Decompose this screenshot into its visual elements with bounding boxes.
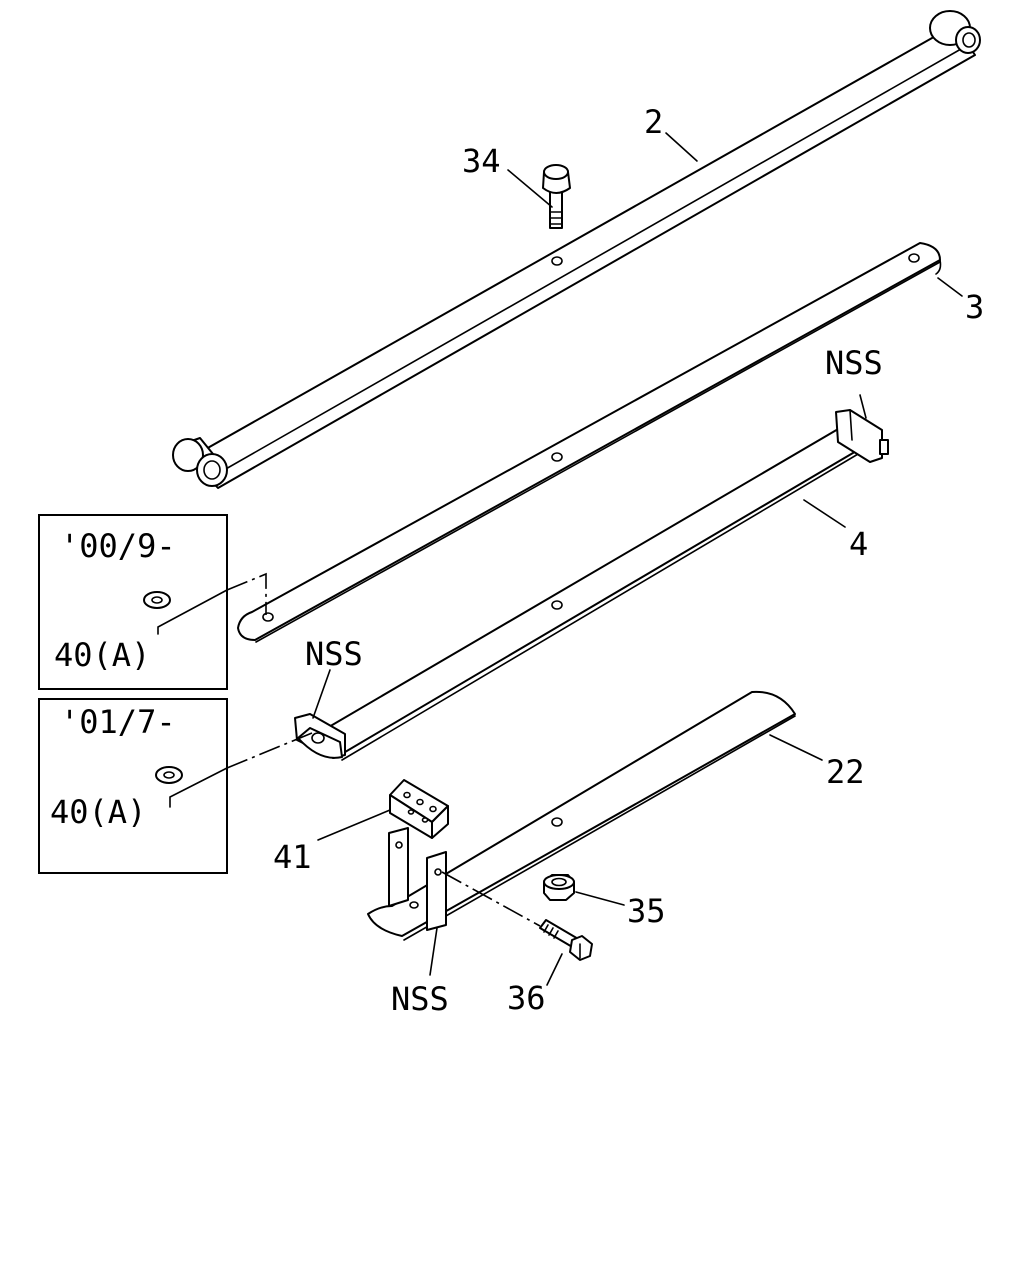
nut-35[interactable]: [543, 874, 575, 901]
center-bolt-34[interactable]: [542, 164, 571, 229]
callout-leaf-2: 2: [644, 103, 663, 141]
leaf-spring-2[interactable]: [172, 10, 981, 489]
clip-plate-rear[interactable]: [388, 827, 409, 907]
date-box-1-label: '00/9-: [60, 527, 176, 565]
callout-leaf-4: 4: [849, 525, 868, 563]
leaf-spring-22[interactable]: [367, 690, 796, 941]
date-box-2: [38, 698, 228, 874]
callout-bracket-41: 41: [273, 838, 312, 876]
callout-washer-a: 40(A): [54, 636, 150, 674]
callout-nss-bottom: NSS: [391, 980, 449, 1018]
callout-bolt-36: 36: [507, 979, 546, 1017]
date-box-2-label: '01/7-: [60, 703, 176, 741]
callout-nss-top: NSS: [825, 344, 883, 382]
bolt-36[interactable]: [539, 919, 593, 961]
callout-leaf-22: 22: [826, 753, 865, 791]
clip-plate-front[interactable]: [426, 851, 447, 931]
callout-washer-b: 40(A): [50, 793, 146, 831]
clip-bracket-41[interactable]: [389, 779, 449, 839]
callout-nss-left: NSS: [305, 635, 363, 673]
leaf-spring-4[interactable]: [294, 409, 889, 761]
date-box-1: [38, 514, 228, 690]
leaf-spring-3[interactable]: [237, 242, 942, 643]
callout-leaf-3: 3: [965, 288, 984, 326]
callout-nut-35: 35: [627, 892, 666, 930]
leader-lines: [312, 132, 963, 986]
callout-bolt-34: 34: [462, 142, 501, 180]
